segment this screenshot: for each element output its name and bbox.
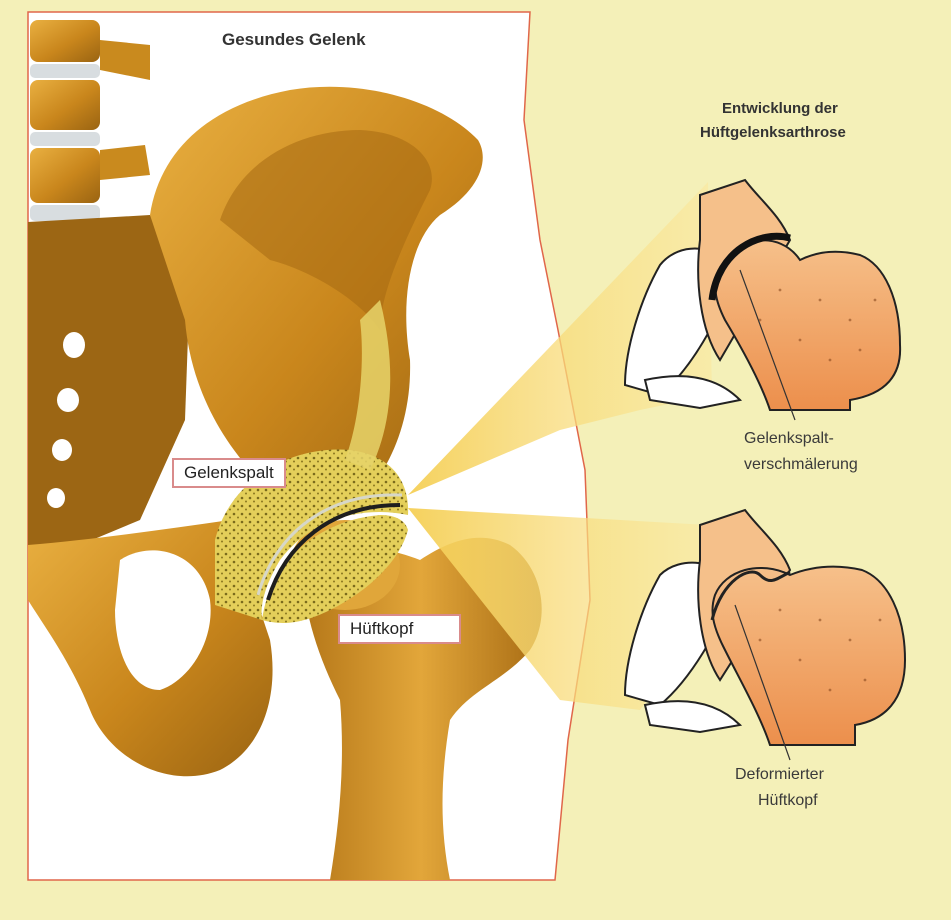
stage1-label-line2: verschmälerung (744, 456, 858, 474)
healthy-joint-title: Gesundes Gelenk (222, 30, 366, 50)
stage1-detail (625, 180, 900, 420)
stage2-label-line1: Deformierter (735, 766, 824, 784)
development-title-line2: Hüftgelenksarthrose (700, 124, 846, 141)
femoral-head-label: Hüftkopf (338, 614, 461, 644)
stage2-label-line2: Hüftkopf (758, 792, 818, 810)
joint-space-label: Gelenkspalt (172, 458, 286, 488)
stage1-label-line1: Gelenkspalt- (744, 430, 834, 448)
development-title-line1: Entwicklung der (722, 100, 838, 117)
